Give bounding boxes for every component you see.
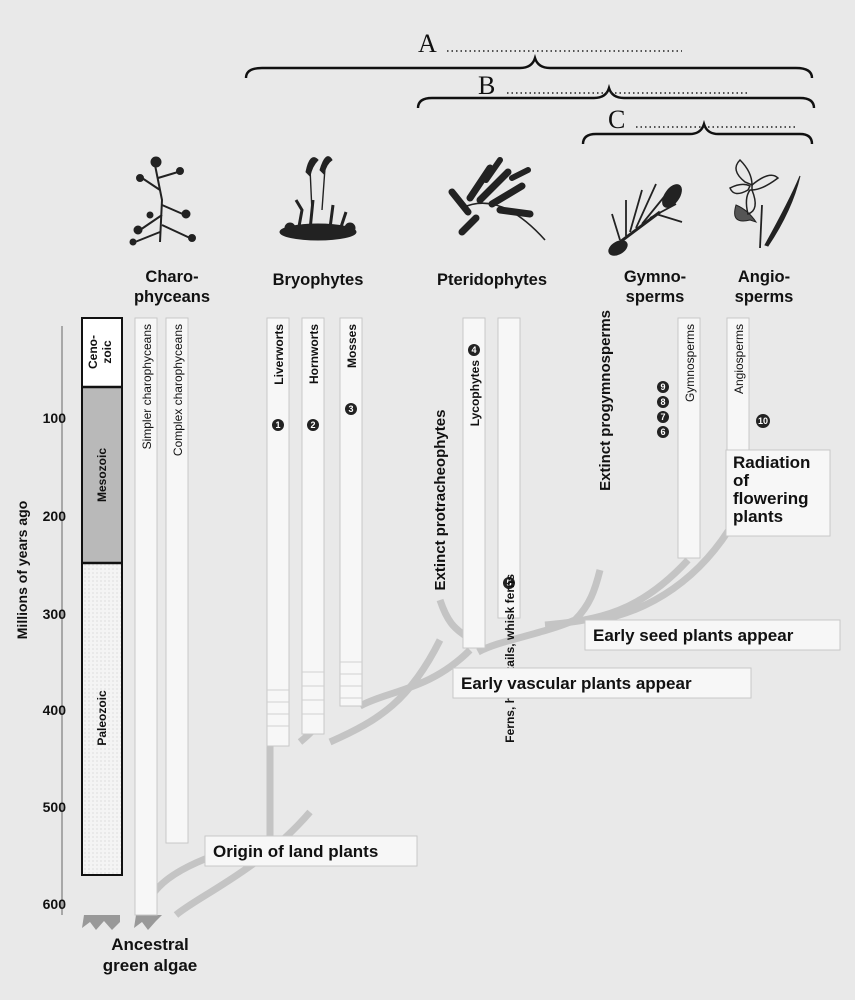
number-8: 8 [660,397,665,407]
gymnosperm-number-badges: 6 7 8 9 [657,381,669,438]
y-axis-ticks: 100 200 300 400 500 600 [43,410,67,912]
event-radiation-line2: of [733,471,749,490]
label-gymnosperms: Gymnosperms [683,324,697,402]
brace-b-label: B [478,71,495,100]
tick-100: 100 [43,410,67,426]
label-angiosperms: Angiosperms [732,324,746,394]
tick-600: 600 [43,896,67,912]
group-angiosperms-line2: sperms [735,288,794,306]
number-2: 2 [310,420,315,430]
label-extinct-protracheophytes: Extinct protracheophytes [432,410,449,591]
event-early-seed-plants-label: Early seed plants appear [593,626,794,645]
group-bryophytes: Bryophytes [273,271,364,289]
tick-500: 500 [43,799,67,815]
event-radiation-line3: flowering [733,489,809,508]
tick-300: 300 [43,606,67,622]
event-radiation-flowering: Radiation of flowering plants [726,450,830,536]
event-radiation-line1: Radiation [733,453,810,472]
lineage-columns [135,318,749,915]
label-lycophytes: Lycophytes [468,360,482,427]
tick-400: 400 [43,702,67,718]
group-angiosperms-line1: Angio- [738,268,790,286]
group-gymnosperms-line2: sperms [626,288,685,306]
number-10: 10 [758,416,768,426]
era-paleozoic: Paleozoic [95,690,109,746]
column-ferns [498,318,520,618]
root-label-line1: Ancestral [111,935,188,954]
pteridophyte-illustration [452,160,545,240]
angiosperm-illustration [730,160,800,248]
label-hornworts: Hornworts [307,324,321,384]
event-radiation-line4: plants [733,507,783,526]
group-pteridophytes: Pteridophytes [437,271,547,289]
charophycean-illustration [130,157,196,245]
era-mesozoic: Mesozoic [95,448,109,502]
number-6: 6 [660,427,665,437]
tick-200: 200 [43,508,67,524]
root-label-line2: green algae [103,956,198,975]
group-charophyceans-line2: phyceans [134,288,210,306]
number-3: 3 [348,404,353,414]
brace-c-label: C [608,105,625,134]
number-1: 1 [275,420,280,430]
label-mosses: Mosses [345,324,359,368]
brace-a-label: A [418,29,437,58]
bryophyte-illustration [280,157,356,240]
label-liverworts: Liverworts [272,324,286,385]
brace-c: C [583,105,812,144]
label-extinct-progymnosperms: Extinct progymnosperms [597,310,614,491]
event-origin-land-plants: Origin of land plants [205,836,417,866]
gymnosperm-illustration [606,181,685,258]
group-charophyceans-line1: Charo- [145,268,198,286]
era-cenozoic-line2: zoic [100,340,114,364]
number-9: 9 [660,382,665,392]
brace-b: B [418,71,814,108]
y-axis-label: Millions of years ago [14,501,30,639]
number-4: 4 [471,345,476,355]
group-gymnosperms-line1: Gymno- [624,268,686,286]
number-7: 7 [660,412,665,422]
event-early-vascular-plants-label: Early vascular plants appear [461,674,692,693]
label-complex-charophyceans: Complex charophyceans [171,324,185,456]
event-early-vascular-plants: Early vascular plants appear [453,668,751,698]
column-mosses [340,318,362,706]
label-simpler-charophyceans: Simpler charophyceans [140,324,154,449]
event-early-seed-plants: Early seed plants appear [585,620,840,650]
event-origin-land-plants-label: Origin of land plants [213,842,378,861]
era-cenozoic-line1: Ceno- [86,335,100,369]
brace-a: A [246,29,812,78]
label-ferns: Ferns, horsetails, whisk ferns [503,574,517,743]
